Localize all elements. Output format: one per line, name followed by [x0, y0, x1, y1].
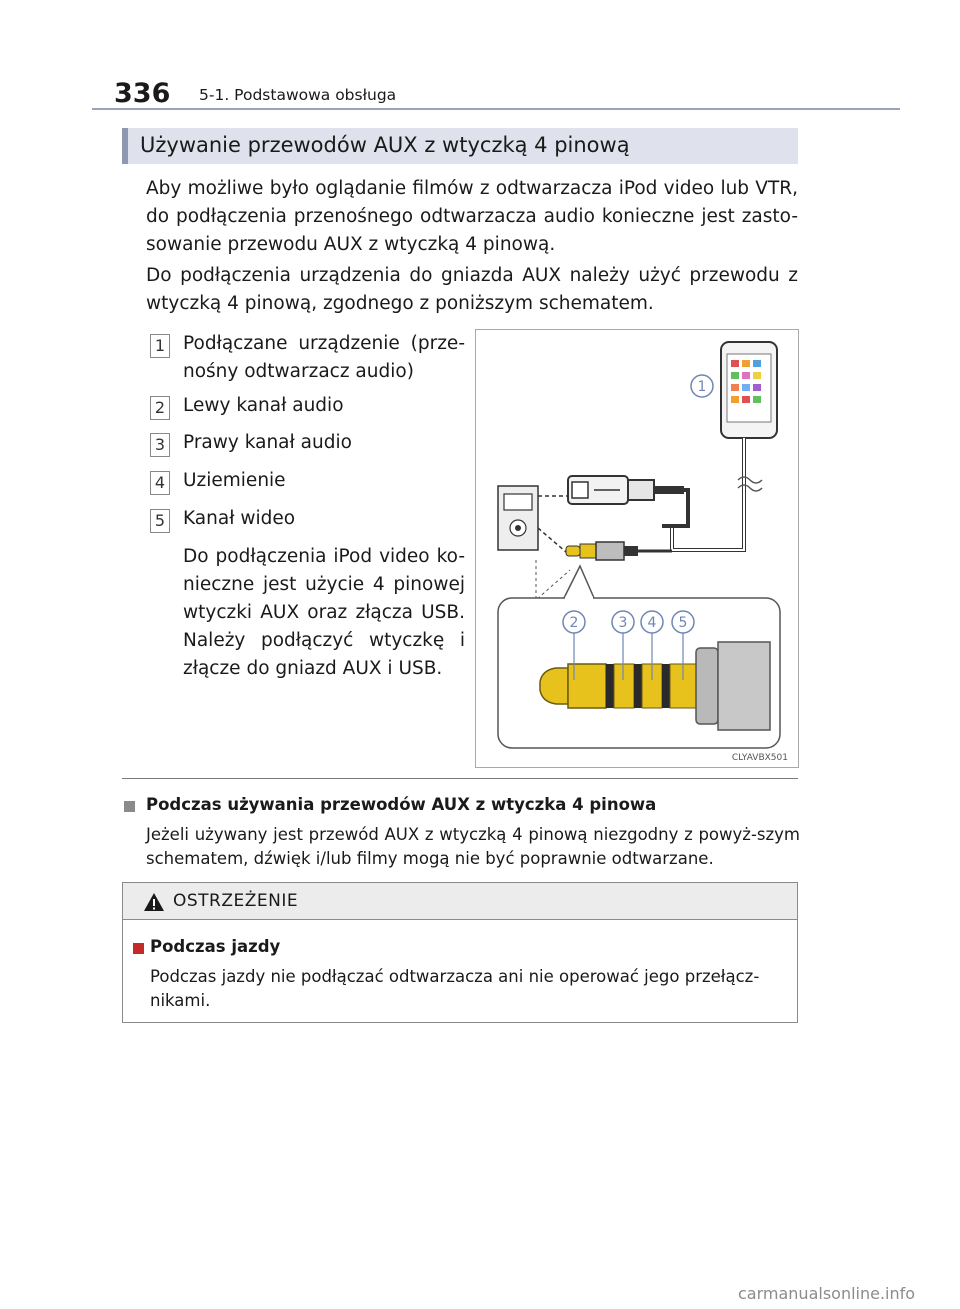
warning-title-bar: OSTRZEŻENIE [123, 883, 797, 920]
header-rule [92, 108, 900, 110]
legend-label: Prawy kanał audio [183, 432, 352, 453]
watermark: carmanualsonline.info [738, 1284, 916, 1303]
legend-label: Lewy kanał audio [183, 395, 344, 416]
warning-heading: Podczas jazdy [150, 937, 281, 956]
callout-2: 2 [562, 610, 586, 680]
warning-box: OSTRZEŻENIE Podczas jazdy Podczas jazdy … [122, 882, 798, 1023]
diagram-svg: 1 [497, 341, 788, 763]
figure-code: CLYAVBX501 [732, 753, 788, 763]
subnote-heading: Podczas używania przewodów AUX z wtyczka… [146, 795, 657, 814]
warning-title: OSTRZEŻENIE [173, 891, 299, 911]
square-bullet-icon [133, 943, 144, 954]
aux-plug-small-icon [565, 541, 638, 561]
subnote-body: Jeżeli używany jest przewód AUX z wtyczk… [146, 825, 800, 868]
legend-note: Do podłączenia iPod video ko-nieczne jes… [183, 546, 465, 679]
callout-1: 1 [690, 374, 714, 398]
legend-number: 5 [150, 509, 170, 533]
callout-3: 3 [611, 610, 635, 680]
legend-number: 1 [150, 334, 170, 358]
intro-paragraph-1: Aby możliwe było oglądanie filmów z odtw… [146, 178, 798, 255]
warning-triangle-icon [144, 893, 164, 911]
svg-text:4: 4 [648, 615, 657, 631]
section-accent [122, 128, 128, 164]
legend-number: 2 [150, 396, 170, 420]
section-divider [122, 778, 798, 779]
chapter-title: 5-1. Podstawowa obsługa [199, 86, 397, 104]
svg-text:3: 3 [619, 615, 628, 631]
usb-plug-icon [567, 475, 684, 505]
legend-label: Uziemienie [183, 470, 286, 491]
page-number: 336 [114, 78, 171, 109]
legend-number: 4 [150, 471, 170, 495]
warning-body: Podczas jazdy nie podłączać odtwarzacza … [150, 967, 760, 1010]
aux-plug-large-icon [539, 641, 771, 731]
page-header: 336 5-1. Podstawowa obsługa [92, 78, 900, 109]
section-heading-bar: Używanie przewodów AUX z wtyczką 4 pinow… [122, 128, 798, 164]
callout-5: 5 [671, 610, 695, 680]
svg-text:1: 1 [698, 379, 707, 395]
socket-panel-icon [497, 485, 539, 551]
aux-cable-diagram: 1 [475, 329, 799, 768]
square-bullet-icon [124, 801, 135, 812]
phone-icon [720, 341, 778, 439]
callout-4: 4 [640, 610, 664, 680]
legend-number: 3 [150, 433, 170, 457]
intro-paragraph-2: Do podłączenia urządzenia do gniazda AUX… [146, 265, 798, 314]
svg-text:5: 5 [679, 615, 688, 631]
section-title: Używanie przewodów AUX z wtyczką 4 pinow… [140, 133, 630, 157]
legend-label: Kanał wideo [183, 508, 296, 529]
legend-label: Podłączane urządzenie (prze-nośny odtwar… [183, 333, 465, 382]
svg-text:2: 2 [570, 615, 579, 631]
